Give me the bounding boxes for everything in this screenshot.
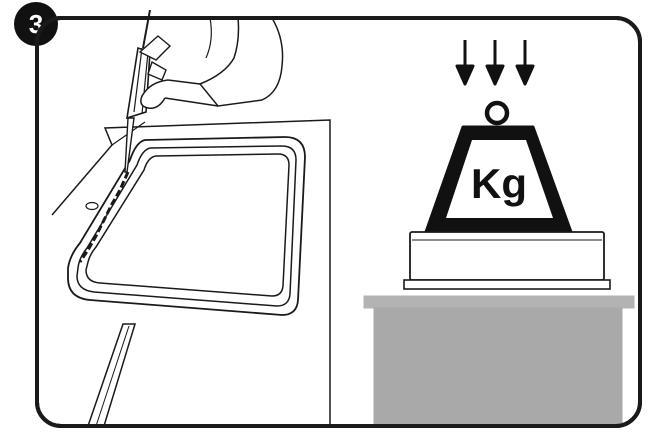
cabinet-body [374, 308, 622, 426]
faucet-hole [86, 203, 98, 210]
countertop-slab [364, 296, 634, 308]
weight-label: Kg [471, 160, 527, 207]
weight-ring [487, 103, 507, 123]
sink-block [404, 232, 610, 289]
step-number: 3 [29, 9, 43, 39]
